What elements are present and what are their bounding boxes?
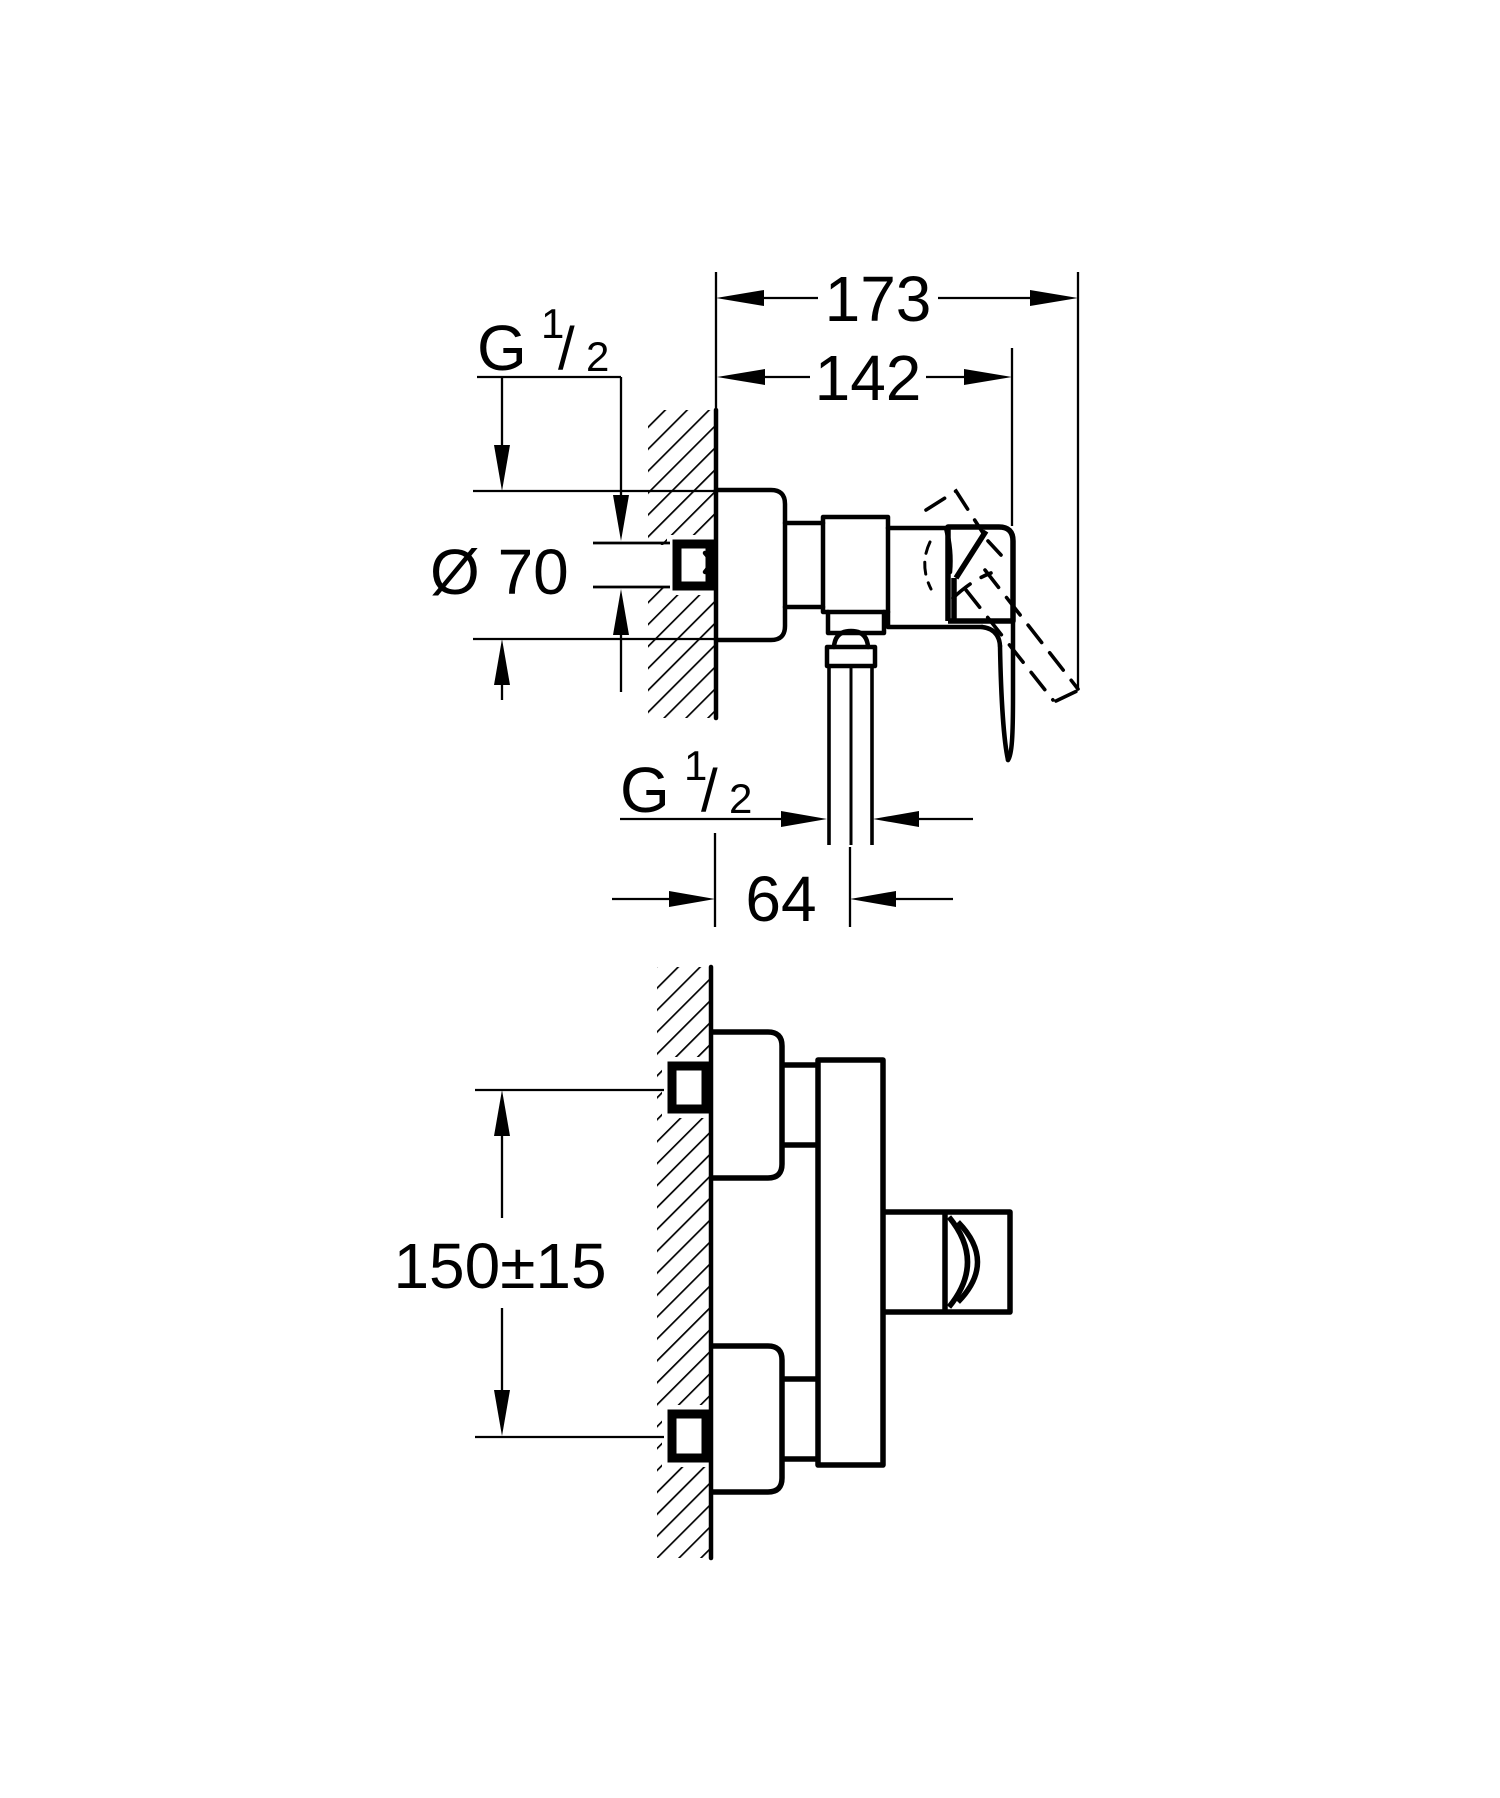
arrowhead-left: [717, 369, 765, 385]
arrowhead-left: [716, 290, 764, 306]
arrowhead-right: [964, 369, 1012, 385]
escutcheon: [713, 487, 788, 643]
wall-thread-label: G: [477, 312, 527, 384]
valve-body: [820, 514, 1003, 649]
hose-thread-slash: /: [701, 757, 718, 824]
supply-pipe: [593, 541, 670, 589]
union-nut-top: [667, 1061, 711, 1114]
dim-64-label: 64: [745, 863, 816, 935]
dimension-150: 150±15: [393, 1088, 664, 1439]
dim-diameter-70-label: Ø 70: [430, 536, 569, 608]
wall-thread-denominator: 2: [586, 333, 609, 380]
shower-hose-connection: [824, 628, 878, 669]
wall-thread-callout: G 1 / 2: [477, 300, 629, 692]
arrowhead-right: [1030, 290, 1078, 306]
escutcheon-bottom: [711, 1343, 785, 1495]
escutcheon-top: [711, 1029, 785, 1181]
dim-173-label: 173: [825, 263, 932, 335]
connector-neck: [782, 520, 826, 610]
wall-hatching: [657, 967, 711, 1558]
hose-thread-denominator: 2: [729, 775, 752, 822]
lever-handle-phantom: [923, 488, 1080, 703]
hose-thread-label: G: [620, 754, 670, 826]
front-view: 150±15: [393, 964, 1013, 1561]
dimension-142: 142: [717, 342, 1014, 526]
lever-handle-closed: [945, 524, 1016, 763]
dimension-64: 64: [612, 833, 953, 935]
wall-thread-numerator: 1: [541, 300, 564, 347]
connector-neck-top: [782, 1062, 818, 1148]
hose-thread-numerator: 1: [684, 742, 707, 789]
connector-neck-bottom: [782, 1376, 818, 1462]
side-view: 173 142 G 1 / 2 Ø 7: [430, 263, 1080, 935]
dimension-173: 173: [714, 263, 1080, 690]
dim-150-label: 150±15: [393, 1230, 606, 1302]
hose-thread-callout: G 1 / 2: [620, 742, 973, 827]
wall-thread-slash: /: [558, 315, 575, 382]
valve-body: [815, 1057, 886, 1468]
lever-handle-front: [883, 1209, 1013, 1315]
shower-hose: [827, 666, 874, 845]
dimension-diameter-70: Ø 70: [430, 377, 715, 700]
union-nut-bottom: [667, 1409, 711, 1463]
dim-142-label: 142: [815, 342, 922, 414]
supply-elbow: [672, 539, 715, 591]
